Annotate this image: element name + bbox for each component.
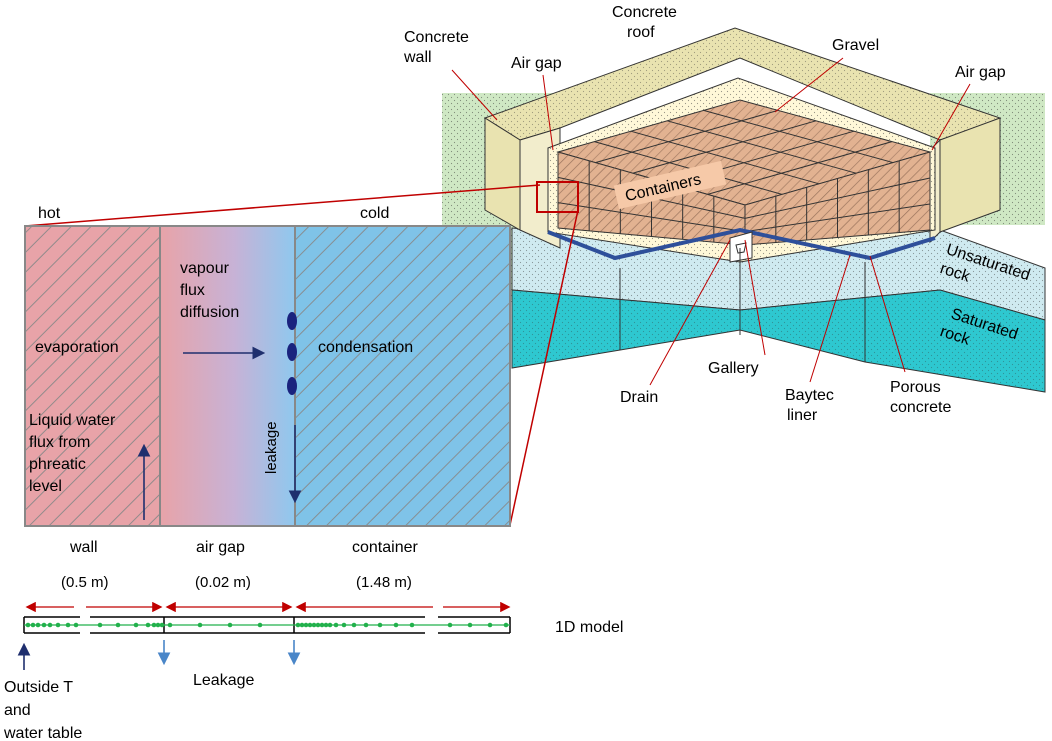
- container-gridline: [744, 177, 931, 219]
- model-node: [65, 622, 71, 628]
- model-node: [133, 622, 139, 628]
- facility-cutaway: [442, 27, 1046, 393]
- model-node: [311, 622, 317, 628]
- label-hot: hot: [38, 205, 61, 222]
- detail-panel: hot cold evaporation vapour flux diffusi…: [24, 205, 511, 527]
- label-baytec-liner: Baytec liner: [785, 387, 838, 424]
- label-leakage: Leakage: [193, 672, 254, 689]
- container-gridline: [632, 120, 817, 174]
- container-stacks: [556, 99, 932, 246]
- model-node: [197, 622, 203, 628]
- model-node: [447, 622, 453, 628]
- layer-wall: wall: [69, 539, 98, 556]
- model-node: [145, 622, 151, 628]
- model-node: [295, 622, 301, 628]
- model-node: [303, 622, 309, 628]
- model-node: [257, 622, 263, 628]
- label-1d-model: 1D model: [555, 619, 623, 636]
- container-gridline: [667, 120, 857, 174]
- model-node: [151, 622, 157, 628]
- model-node: [41, 622, 47, 628]
- layer-labels: wall air gap container (0.5 m) (0.02 m) …: [61, 539, 418, 591]
- label-drain: Drain: [620, 389, 658, 406]
- container-gridline: [707, 141, 893, 195]
- model-nodes: [25, 622, 509, 628]
- model-node: [97, 622, 103, 628]
- model-node: [55, 622, 61, 628]
- model-node: [323, 622, 329, 628]
- container-gridline: [703, 109, 894, 164]
- label-gravel: Gravel: [832, 37, 879, 54]
- 1d-model: 1D model Outside T and water table Leaka…: [3, 601, 623, 741]
- label-porous-concrete: Porous concrete: [890, 379, 951, 416]
- layer-air-gap: air gap: [196, 539, 245, 556]
- label-concrete-roof: Concrete roof: [612, 4, 681, 41]
- model-node: [315, 622, 321, 628]
- container-gridline: [557, 202, 746, 233]
- model-node: [159, 622, 165, 628]
- model-node: [155, 622, 161, 628]
- model-node: [409, 622, 415, 628]
- model-node: [377, 622, 383, 628]
- model-node: [467, 622, 473, 628]
- model-node: [30, 622, 36, 628]
- label-air-gap-left: Air gap: [511, 55, 562, 72]
- label-concrete-wall: Concrete wall: [403, 29, 473, 66]
- model-node: [319, 622, 325, 628]
- thickness-wall: (0.5 m): [61, 574, 109, 591]
- model-node: [333, 622, 339, 628]
- model-node: [25, 622, 31, 628]
- layer-container: container: [352, 539, 418, 556]
- container-gridline: [744, 203, 931, 233]
- model-node: [351, 622, 357, 628]
- label-outside-t: Outside T and water table: [3, 679, 82, 741]
- model-node: [503, 622, 509, 628]
- model-node: [341, 622, 347, 628]
- label-condensation: condensation: [318, 339, 413, 356]
- label-gallery: Gallery: [708, 360, 759, 377]
- label-air-gap-right: Air gap: [955, 64, 1006, 81]
- model-node: [327, 622, 333, 628]
- label-liquid-water-flux: Liquid water flux from phreatic level: [29, 412, 120, 495]
- condensation-droplets: [287, 312, 297, 395]
- model-node: [73, 622, 79, 628]
- label-vapour-flux: vapour flux diffusion: [180, 260, 239, 321]
- model-node: [47, 622, 53, 628]
- zoom-line-top: [24, 184, 541, 227]
- model-node: [35, 622, 41, 628]
- model-node: [487, 622, 493, 628]
- zoom-line-bottom: [509, 209, 579, 526]
- baytec-liner: [547, 227, 936, 261]
- container-gridline: [630, 130, 820, 185]
- model-node: [393, 622, 399, 628]
- label-evaporation: evaporation: [35, 339, 119, 356]
- label-cold: cold: [360, 205, 389, 222]
- air-gap-zone: [160, 226, 295, 526]
- label-leakage-vertical: leakage: [263, 421, 280, 474]
- model-node: [363, 622, 369, 628]
- detail-selector: [536, 181, 579, 213]
- container-gridline: [595, 109, 779, 164]
- model-bar: [23, 616, 511, 634]
- model-node: [307, 622, 313, 628]
- model-node: [227, 622, 233, 628]
- model-node: [167, 622, 173, 628]
- model-node: [299, 622, 305, 628]
- thickness-air-gap: (0.02 m): [195, 574, 251, 591]
- thickness-container: (1.48 m): [356, 574, 412, 591]
- model-node: [115, 622, 121, 628]
- container-gridline: [594, 141, 783, 195]
